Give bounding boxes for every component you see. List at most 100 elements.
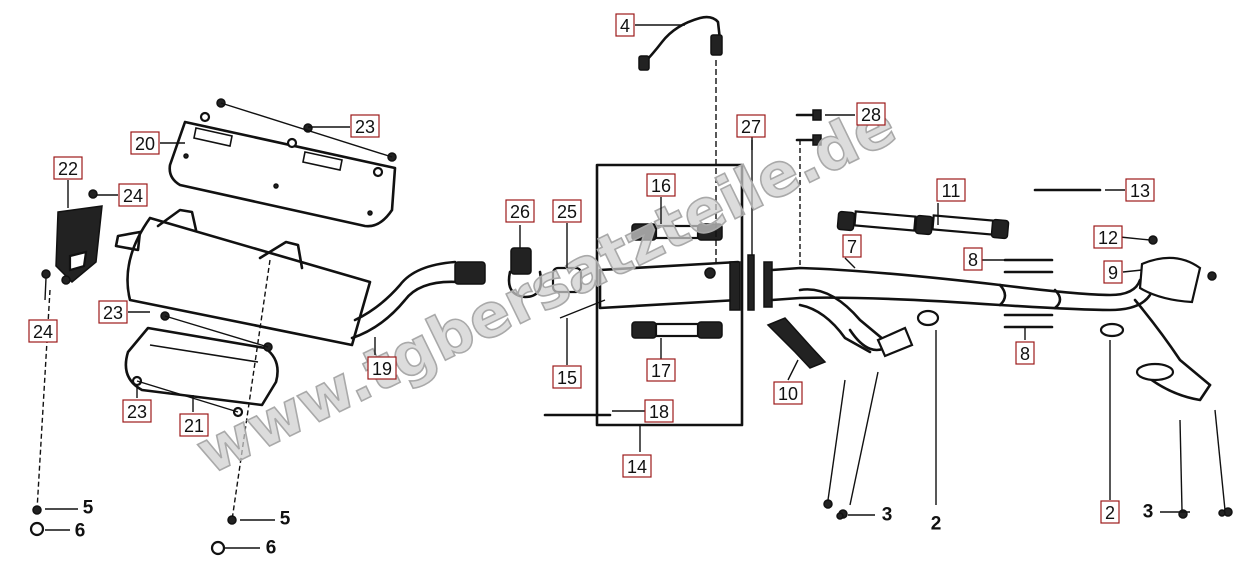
callout-box	[1103, 260, 1123, 284]
callout-box	[646, 173, 676, 197]
nut-3	[836, 509, 1226, 520]
callout-box	[1093, 225, 1123, 249]
gasket-2-right	[1099, 322, 1125, 338]
callout-label-14: 14	[622, 454, 652, 478]
muffler-outlet-coupler	[454, 261, 486, 285]
callout-label-13: 13	[1125, 178, 1155, 202]
callout-box	[179, 413, 209, 437]
label-label-3-left: 3	[882, 505, 893, 526]
label-label-5-mid: 5	[280, 509, 291, 530]
callout-label-22: 22	[53, 156, 83, 180]
header-insulator-11	[836, 210, 1010, 240]
callout-number: 11	[942, 181, 961, 201]
callout-label-8-bottom: 8	[1015, 341, 1035, 365]
callout-label-24-top: 24	[118, 183, 148, 207]
callout-number: 28	[861, 105, 881, 125]
callout-label-26: 26	[505, 199, 535, 223]
callout-box	[98, 300, 128, 324]
label-number: 6	[75, 521, 86, 542]
header-pipe-assembly	[763, 261, 1233, 519]
callout-label-25: 25	[552, 199, 582, 223]
callout-number: 20	[135, 134, 155, 154]
callout-label-11: 11	[936, 178, 966, 202]
callout-label-19: 19	[367, 356, 397, 380]
callout-label-27: 27	[736, 114, 766, 138]
label-number: 2	[931, 514, 942, 535]
callout-number: 19	[372, 359, 392, 379]
callout-number: 22	[58, 159, 78, 179]
callout-label-18: 18	[644, 399, 674, 423]
callout-box	[552, 199, 582, 223]
callout-label-10: 10	[773, 381, 803, 405]
callout-label-4: 4	[615, 13, 635, 37]
callout-box	[622, 454, 652, 478]
label-number: 5	[280, 509, 291, 530]
heat-shield-9	[1138, 235, 1217, 304]
callout-number: 8	[1020, 344, 1030, 364]
callout-label-9: 9	[1103, 260, 1123, 284]
label-number: 3	[1143, 502, 1154, 523]
heat-shield-lower	[124, 311, 279, 418]
callout-number: 27	[741, 117, 761, 137]
end-cap	[41, 189, 103, 285]
callout-box	[28, 319, 58, 343]
callout-number: 23	[127, 402, 147, 422]
callout-label-7: 7	[842, 234, 862, 258]
catalyst-kit-frame	[595, 163, 744, 427]
callout-box	[773, 381, 803, 405]
clamp	[507, 247, 543, 299]
callout-number: 26	[510, 202, 530, 222]
catalyst-insulator-lower	[631, 321, 723, 339]
strap-15	[559, 299, 606, 319]
label-number: 5	[83, 498, 94, 519]
callout-box	[1125, 178, 1155, 202]
label-label-5-left: 5	[83, 498, 94, 519]
label-label-2-mid: 2	[931, 514, 942, 535]
callout-box	[367, 356, 397, 380]
catalyst	[598, 260, 741, 311]
callout-label-23-bottom: 23	[122, 399, 152, 423]
callout-box	[963, 247, 983, 271]
callout-label-23-top: 23	[350, 114, 380, 138]
callout-box	[842, 234, 862, 258]
screws-23-top	[199, 98, 397, 178]
callout-box	[53, 156, 83, 180]
label-label-6-left: 6	[75, 521, 86, 542]
callout-label-2-right: 2	[1100, 500, 1120, 524]
callout-label-17: 17	[646, 358, 676, 382]
clamps-8	[1003, 258, 1054, 329]
callout-number: 18	[649, 402, 669, 422]
callout-label-20: 20	[130, 131, 160, 155]
callout-box	[1015, 341, 1035, 365]
callout-number: 17	[651, 361, 671, 381]
gasket-27	[747, 254, 755, 311]
callout-number: 10	[778, 384, 798, 404]
callout-box	[644, 399, 674, 423]
callout-label-15: 15	[552, 365, 582, 389]
label-number: 6	[266, 538, 277, 559]
callout-box	[350, 114, 380, 138]
callout-box	[122, 399, 152, 423]
callout-number: 14	[627, 457, 647, 477]
callout-box	[130, 131, 160, 155]
callout-number: 21	[184, 416, 204, 436]
callout-box	[856, 102, 886, 126]
callout-box	[646, 358, 676, 382]
callout-number: 24	[33, 322, 53, 342]
watermark: www.tgbersatzteile.de	[185, 88, 907, 489]
callout-number: 9	[1108, 263, 1118, 283]
gasket-2-left	[916, 309, 940, 327]
callout-box	[1100, 500, 1120, 524]
heat-shield-upper	[168, 120, 397, 228]
callout-box	[936, 178, 966, 202]
label-number: 3	[882, 505, 893, 526]
callout-number: 13	[1130, 181, 1150, 201]
insulator-10	[766, 317, 827, 369]
label-label-3-right: 3	[1143, 502, 1154, 523]
oxygen-sensor	[638, 15, 723, 265]
callout-number: 23	[103, 303, 123, 323]
